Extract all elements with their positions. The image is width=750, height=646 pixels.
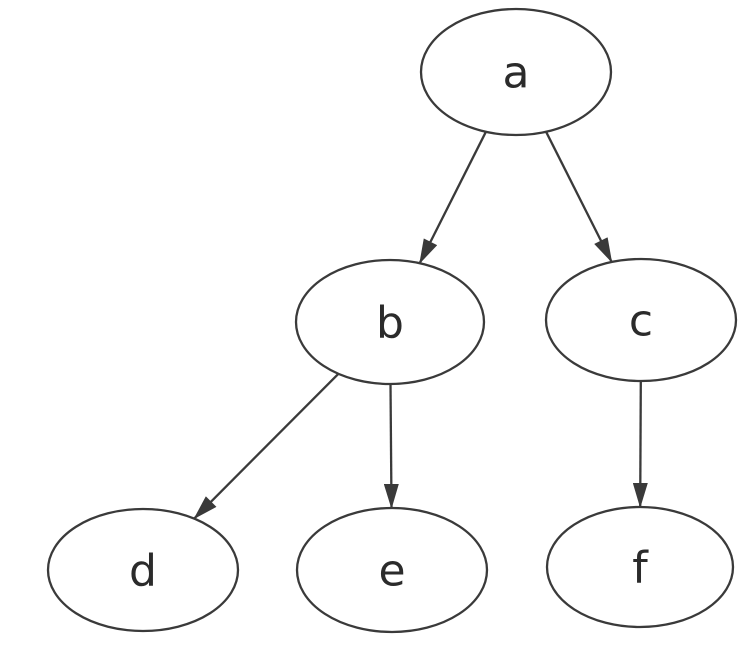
node-e-ellipse — [295, 506, 489, 634]
node-f-label: f — [632, 542, 649, 593]
node-c-ellipse — [544, 257, 738, 383]
node-d-ellipse — [46, 507, 240, 633]
node-b-ellipse — [294, 258, 486, 386]
node-d: d — [46, 507, 240, 633]
node-b: b — [294, 258, 486, 386]
edge-a-c — [545, 131, 613, 263]
node-a: a — [419, 7, 613, 137]
node-a-label: a — [503, 47, 530, 98]
node-e: e — [295, 506, 489, 634]
edge-b-e — [383, 383, 399, 509]
node-d-label: d — [129, 545, 157, 596]
node-c-label: c — [629, 295, 653, 346]
node-a-ellipse — [419, 7, 613, 137]
edge-b-d — [193, 372, 340, 520]
edge-c-f — [632, 380, 648, 508]
node-f-ellipse — [545, 505, 735, 629]
node-e-label: e — [378, 545, 405, 596]
node-f: f — [545, 505, 735, 629]
edge-a-b — [418, 131, 487, 265]
node-b-label: b — [376, 297, 404, 348]
node-c: c — [544, 257, 738, 383]
